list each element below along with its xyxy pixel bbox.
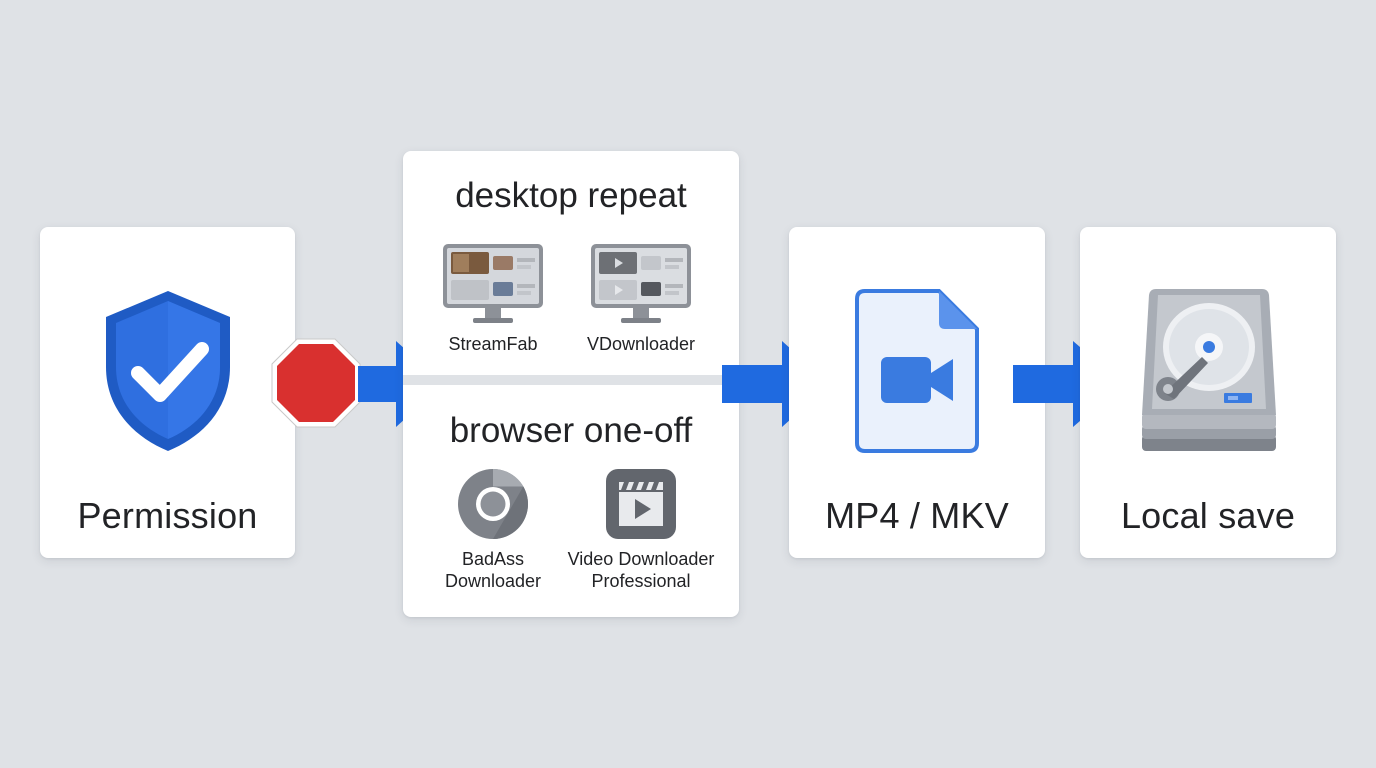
permission-label: Permission	[77, 495, 258, 536]
section-divider	[403, 375, 739, 385]
arrow-right-icon	[358, 341, 446, 427]
shield-check-icon	[98, 287, 238, 455]
tools-card: desktop repeat StreamFab	[403, 151, 739, 617]
browser-section-title: browser one-off	[449, 411, 693, 450]
format-label: MP4 / MKV	[825, 495, 1009, 536]
monitor-icon	[441, 242, 545, 326]
streamfab-label: StreamFab	[448, 334, 538, 354]
vdownloader-label: VDownloader	[586, 334, 696, 354]
video-downloader-professional-label: Video Downloader Professional	[567, 549, 715, 591]
monitor-icon	[589, 242, 693, 326]
badass-downloader-label: BadAss Downloader	[444, 549, 542, 591]
desktop-section-title: desktop repeat	[455, 176, 687, 215]
hard-drive-icon	[1138, 285, 1280, 457]
chrome-icon	[457, 468, 529, 540]
storage-label: Local save	[1120, 495, 1296, 536]
video-file-icon	[855, 289, 979, 453]
format-card: MP4 / MKV	[789, 227, 1045, 558]
storage-card: Local save	[1080, 227, 1336, 558]
stop-sign-icon	[270, 337, 362, 429]
permission-card: Permission	[40, 227, 295, 558]
clapperboard-play-icon	[605, 468, 677, 540]
